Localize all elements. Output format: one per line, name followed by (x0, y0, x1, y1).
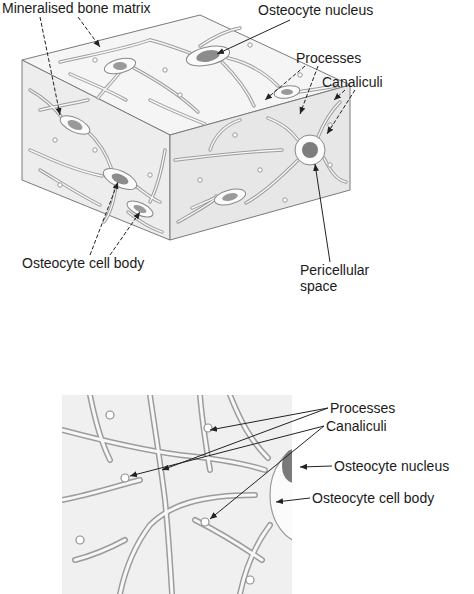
cell-nucleus (282, 449, 292, 483)
process-lumen (175, 102, 346, 222)
leader-lines (162, 408, 328, 470)
canaliculi-sections (148, 173, 152, 177)
process-outline (60, 28, 336, 124)
panel-background (62, 395, 292, 594)
leader-lines (210, 426, 324, 519)
canaliculi-sections (204, 424, 212, 432)
part-label: Processes (296, 50, 446, 66)
canaliculi-sections (233, 133, 237, 137)
canaliculi-sections (106, 411, 114, 419)
osteocytes (281, 89, 293, 95)
osteocytes (100, 164, 139, 194)
leader-lines (90, 182, 118, 255)
osteocytes (185, 43, 232, 70)
leader-lines (265, 66, 305, 100)
canaliculi-sections (328, 163, 332, 167)
canaliculi-sections (53, 138, 57, 142)
osteocytes (273, 84, 301, 100)
osteocytes (213, 186, 248, 208)
canaliculi-sections (246, 576, 254, 584)
osteocytes (125, 198, 155, 221)
canaliculi-sections (248, 43, 252, 47)
leader-lines (300, 466, 332, 467)
canaliculi-sections (93, 148, 97, 152)
process-outline (175, 102, 346, 222)
leader-lines (110, 212, 140, 255)
osteocytes (302, 142, 318, 158)
part-label: Processes (330, 400, 470, 416)
osteocytes (110, 171, 130, 187)
part-label: Canaliculi (322, 74, 472, 90)
leader-lines (276, 498, 310, 502)
part-label: Osteocyte cell body (312, 490, 472, 506)
leader-lines (40, 17, 60, 115)
bone-block (22, 15, 350, 240)
canaliculi-sections (93, 58, 97, 62)
canaliculi-sections (283, 198, 287, 202)
part-label: Osteocyte nucleus (334, 458, 474, 474)
leader-lines (315, 164, 330, 262)
magnified-panel (62, 395, 340, 594)
canaliculi-sections (258, 168, 262, 172)
leader-lines (217, 20, 290, 54)
canaliculi-sections (298, 73, 302, 77)
panel-content (62, 395, 292, 594)
leader-lines (130, 426, 324, 476)
osteocytes (103, 55, 137, 76)
osteocytes (66, 118, 84, 132)
canaliculi-sections (53, 43, 332, 202)
osteocytes (113, 62, 127, 70)
part-label: Pericellular space (300, 262, 395, 294)
leader-lines (334, 90, 345, 100)
leader-lines (300, 66, 318, 114)
leader-lines (327, 90, 355, 134)
part-label: Osteocyte cell body (22, 255, 222, 271)
canaliculi-sections (121, 474, 129, 482)
canaliculi-sections (163, 68, 167, 72)
canaliculi-sections (76, 411, 254, 584)
osteocytes (58, 112, 93, 138)
canaliculi-sections (201, 518, 209, 526)
canaliculi-sections (178, 93, 182, 97)
osteocytes (295, 135, 325, 165)
osteocytes (58, 43, 325, 221)
osteocytes (221, 192, 238, 203)
process-lumen (30, 90, 165, 232)
osteocytes (132, 203, 147, 214)
canaliculi-sections (198, 178, 202, 182)
part-label: Mineralised bone matrix (2, 0, 202, 16)
canaliculi-sections (76, 536, 84, 544)
part-label: Canaliculi (326, 418, 466, 434)
canaliculi-sections (58, 183, 62, 187)
process-lumen (60, 28, 336, 124)
part-label: Osteocyte nucleus (258, 2, 458, 18)
process-outline (30, 90, 165, 232)
leader-lines (78, 17, 100, 47)
osteocytes (195, 48, 221, 64)
leader-lines (210, 408, 328, 430)
